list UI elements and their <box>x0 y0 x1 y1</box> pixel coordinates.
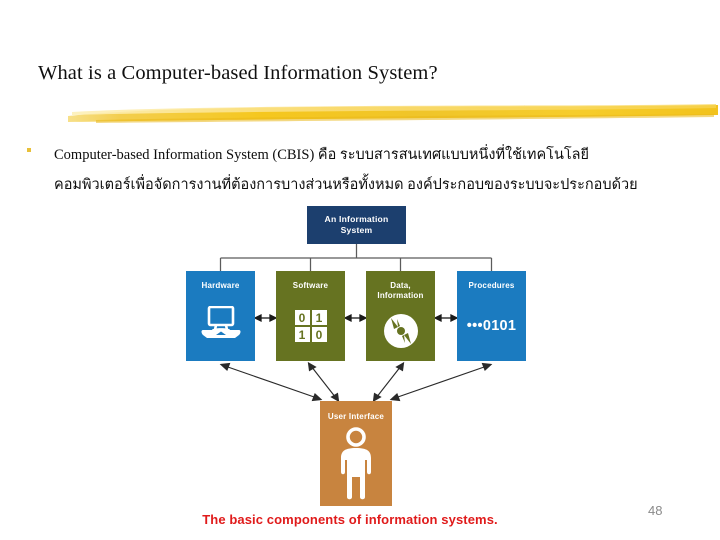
diagram-box-data-information[interactable]: Data, Information <box>366 271 435 361</box>
bit-cell: 0 <box>311 327 327 342</box>
information-system-diagram: An Information System Hardware Software … <box>170 196 542 514</box>
bullet-marker-icon <box>27 148 31 152</box>
bullet-item: Computer-based Information System (CBIS)… <box>24 140 696 200</box>
diagram-caption: The basic components of information syst… <box>202 512 498 527</box>
body-content: Computer-based Information System (CBIS)… <box>24 140 696 200</box>
box-label-software: Software <box>292 281 329 290</box>
box-label-line-2: System <box>340 225 373 235</box>
diagram-box-hardware[interactable]: Hardware <box>186 271 255 361</box>
box-label-data-line-1: Data, <box>390 281 411 290</box>
binary-grid-icon: 0 1 1 0 <box>276 291 345 361</box>
page-number: 48 <box>648 503 663 518</box>
diagram-box-user-interface[interactable]: User Interface <box>320 401 392 506</box>
bit-cell: 1 <box>311 310 327 325</box>
bullet-text-line-1: Computer-based Information System (CBIS)… <box>54 147 590 163</box>
procedures-code-text: •••0101 <box>466 318 517 334</box>
bit-cell: 0 <box>294 310 310 325</box>
diagram-box-information-system[interactable]: An Information System <box>307 206 406 244</box>
box-label-user-interface: User Interface <box>327 412 385 421</box>
box-label-hardware: Hardware <box>201 281 240 290</box>
monitor-keyboard-icon <box>186 291 255 361</box>
page-title: What is a Computer-based Information Sys… <box>38 62 438 84</box>
person-icon <box>320 422 392 506</box>
dots-binary-icon: •••0101 <box>457 291 526 361</box>
diagram-box-procedures[interactable]: Procedures •••0101 <box>457 271 526 361</box>
box-label-procedures: Procedures <box>468 281 515 290</box>
box-label-data-line-2: Information <box>377 291 424 300</box>
bullet-text-line-2: คอมพิวเตอร์เพื่อจัดการงานที่ต้องการบางส่… <box>54 177 638 193</box>
diagram-box-software[interactable]: Software 0 1 1 0 <box>276 271 345 361</box>
gold-brush-divider <box>68 104 718 123</box>
compact-disc-icon <box>366 301 435 361</box>
box-label-line-1: An Information <box>324 214 389 224</box>
bit-cell: 1 <box>294 327 310 342</box>
